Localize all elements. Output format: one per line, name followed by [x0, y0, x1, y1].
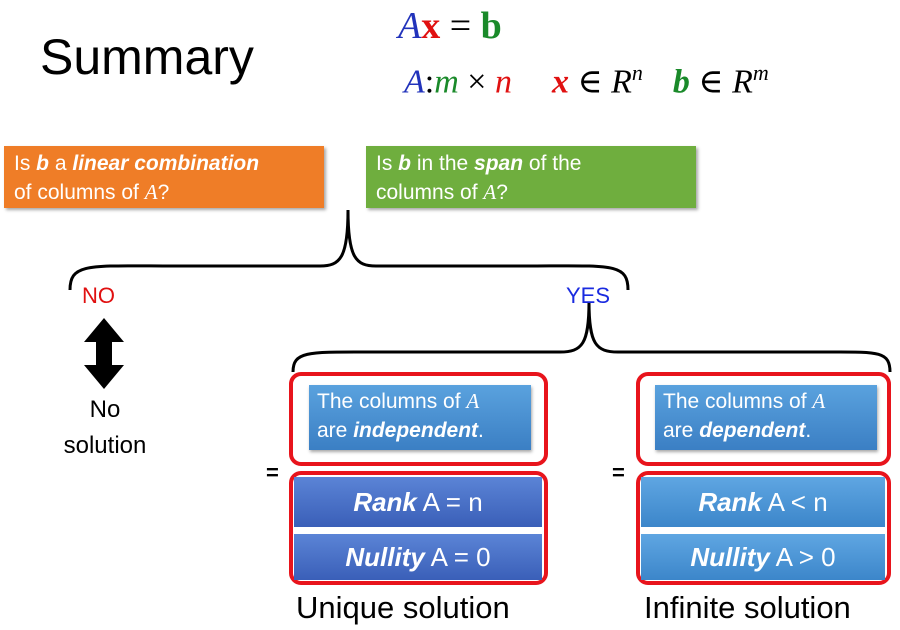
- independent-box: The columns of A are independent.: [309, 385, 531, 450]
- infinite-solution-caption: Infinite solution: [644, 590, 851, 625]
- dim-b: b: [672, 63, 690, 101]
- nullity-bar-left: Nullity A = 0: [294, 534, 542, 580]
- q1-text: of columns of: [14, 181, 145, 204]
- q1-text: ?: [157, 181, 170, 204]
- dim-colon: :: [424, 63, 435, 101]
- equivalence-sign-right: =: [612, 460, 625, 485]
- no-solution-line2: solution: [63, 432, 147, 459]
- yes-brace: [291, 301, 892, 373]
- equation-vector-b: b: [480, 5, 502, 47]
- equation-matrix: A: [398, 5, 422, 47]
- rank-bar-left: Rank A = n: [294, 477, 542, 527]
- q1-text: a: [49, 152, 73, 175]
- no-solution-line1: No: [89, 396, 121, 423]
- equivalence-sign-left: =: [266, 460, 279, 485]
- dependent-box: The columns of A are dependent.: [655, 385, 877, 450]
- question-span: Is b in the span of the columns of A?: [366, 146, 696, 208]
- nullity-keyword-left: Nullity: [345, 542, 425, 572]
- q1-keyword: linear combination: [72, 152, 260, 175]
- independent-keyword: independent: [353, 419, 479, 442]
- q1-matrix: A: [144, 180, 158, 204]
- equation-equals: =: [440, 5, 481, 47]
- q2-text: ?: [496, 181, 508, 204]
- q2-text: columns of: [376, 181, 484, 204]
- dim-b-exponent: m: [752, 60, 769, 85]
- unique-solution-caption: Unique solution: [296, 590, 510, 625]
- rank-condition-left: A = n: [416, 487, 483, 517]
- rank-bar-right: Rank A < n: [641, 477, 885, 527]
- dim-x-space: ∈ R: [568, 63, 632, 101]
- equation-vector-x: x: [421, 5, 441, 47]
- q2-text: Is: [376, 152, 399, 175]
- independent-text: .: [478, 419, 484, 442]
- nullity-condition-left: A = 0: [424, 542, 491, 572]
- q1-b: b: [36, 152, 49, 175]
- no-solution-text: No solution: [50, 392, 160, 464]
- dependent-frame: [636, 372, 891, 466]
- no-label: NO: [82, 283, 115, 308]
- dim-x: x: [551, 63, 569, 101]
- yes-label: YES: [566, 283, 611, 308]
- q2-matrix: A: [483, 180, 497, 204]
- q2-keyword: span: [474, 152, 524, 175]
- q2-text: in the: [411, 152, 475, 175]
- dim-m: m: [434, 63, 459, 101]
- rank-condition-right: A < n: [761, 487, 828, 517]
- rank-keyword-left: Rank: [353, 487, 417, 517]
- dependent-text: .: [805, 419, 812, 442]
- nullity-bar-right: Nullity A > 0: [641, 534, 885, 580]
- nullity-condition-right: A > 0: [769, 542, 836, 572]
- q2-text: of the: [523, 152, 582, 175]
- top-brace: [68, 209, 630, 291]
- dependent-keyword: dependent: [699, 419, 806, 442]
- rank-nullity-frame-left: [289, 471, 548, 585]
- equation: Ax = b: [398, 4, 502, 48]
- rank-keyword-right: Rank: [698, 487, 762, 517]
- q2-b: b: [398, 152, 411, 175]
- dependent-text: The columns of: [663, 390, 813, 413]
- dim-matrix-label: A: [404, 63, 425, 101]
- independent-matrix: A: [466, 389, 480, 413]
- dim-b-space: ∈ R: [689, 63, 753, 101]
- dim-x-exponent: n: [631, 60, 643, 85]
- question-linear-combination: Is b a linear combination of columns of …: [4, 146, 324, 208]
- dim-n: n: [494, 63, 512, 101]
- dim-times: ×: [458, 63, 495, 101]
- independent-text: are: [317, 419, 354, 442]
- dependent-matrix: A: [812, 389, 826, 413]
- page-title: Summary: [40, 29, 254, 85]
- double-arrow-icon: [84, 318, 124, 389]
- rank-nullity-frame-right: [636, 471, 891, 585]
- nullity-keyword-right: Nullity: [690, 542, 770, 572]
- q1-text: Is: [14, 152, 37, 175]
- independent-text: The columns of: [317, 390, 467, 413]
- independent-frame: [289, 372, 548, 466]
- dependent-text: are: [663, 419, 700, 442]
